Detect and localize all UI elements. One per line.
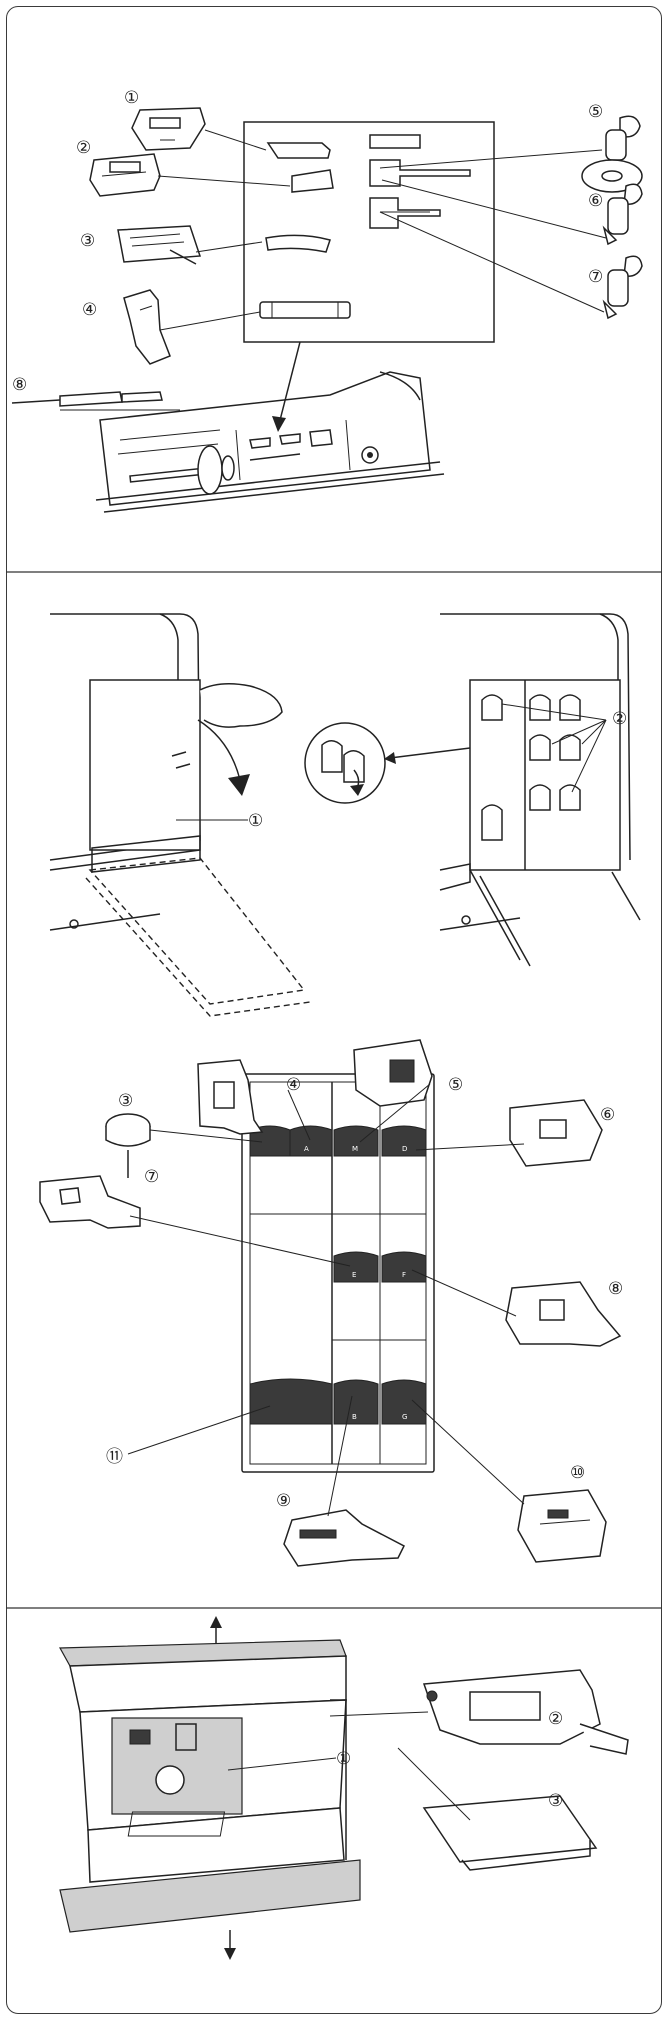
slot-bobbin-holder-2 [369, 159, 471, 187]
slot-foot-3 [265, 234, 331, 253]
presser-foot-7 [39, 1175, 141, 1229]
stabilizer-plate [127, 1795, 598, 1871]
tray-code-m: M [352, 1145, 358, 1153]
cover-open-position [88, 857, 306, 1005]
machine-left-body [49, 613, 201, 861]
callout-1: ① [124, 88, 139, 108]
callout-3: ③ [80, 231, 95, 251]
page-frame [6, 6, 662, 2014]
box-lid-bottom [59, 1859, 361, 1933]
tray-code-e: E [352, 1271, 356, 1279]
callout-7: ⑦ [588, 267, 603, 287]
presser-foot-9 [283, 1509, 405, 1567]
accessory-7 [602, 255, 643, 320]
tray-callout-3: ③ [118, 1091, 133, 1111]
spool-icon [197, 445, 223, 495]
slot-foot-2 [291, 169, 334, 193]
callout-8: ⑧ [12, 375, 27, 395]
tray-callout-6: ⑥ [600, 1105, 615, 1125]
callout-6: ⑥ [588, 191, 603, 211]
accessory-5 [581, 115, 643, 193]
machine-side-panel [99, 371, 431, 506]
cover-callout-2: ② [612, 709, 627, 729]
section-storage-compartment: ① ② ③ ④ ⑤ ⑥ ⑦ ⑧ [11, 88, 643, 513]
machine-right-body [440, 613, 631, 861]
tray-code-a: A [304, 1145, 309, 1153]
callout-2: ② [76, 138, 91, 158]
presser-foot-1 [131, 107, 206, 151]
magnifier-circle [304, 722, 386, 804]
box-callout-2: ② [548, 1709, 563, 1729]
callout-4: ④ [82, 300, 97, 320]
box-callout-3: ③ [548, 1791, 563, 1811]
tray-slot-left-bottom [249, 1213, 333, 1465]
callout-5: ⑤ [588, 102, 603, 122]
presser-foot-2 [89, 153, 161, 197]
presser-foot-5 [353, 1039, 433, 1107]
section-feet-tray: A M D E F B G [39, 1039, 623, 1567]
tray-callout-11: ⑪ [106, 1447, 123, 1467]
seam-ripper-icon [11, 399, 61, 404]
hand-icon [199, 683, 283, 728]
box-callout-1: ① [336, 1749, 351, 1769]
slot-foot-1 [266, 142, 331, 159]
slot-bobbin-holder-1 [369, 134, 421, 149]
tray-callout-7: ⑦ [144, 1167, 159, 1187]
section-accessory-box: ① ② ③ [58, 1616, 629, 1960]
buttonhole-foot [422, 1669, 629, 1755]
slot-foot-4 [259, 301, 351, 319]
cover-callout-1: ① [248, 811, 263, 831]
presser-foot-3 [117, 225, 202, 265]
arrow-down-icon [272, 416, 286, 432]
presser-foot-4 [123, 289, 171, 365]
presser-foot-10 [517, 1489, 607, 1563]
tray-code-d: D [402, 1145, 407, 1153]
tray-callout-4: ④ [286, 1075, 301, 1095]
tray-callout-5: ⑤ [448, 1075, 463, 1095]
arrow-left-icon [384, 752, 396, 764]
arrow-open-icon [228, 774, 250, 796]
presser-foot-8 [505, 1281, 622, 1347]
tray-callout-8: ⑧ [608, 1279, 623, 1299]
presser-foot-4b [197, 1059, 264, 1135]
storage-inset-box [243, 121, 495, 343]
slot-bobbin-holder-3 [369, 197, 441, 229]
accessory-6 [602, 183, 643, 246]
open-storage-tray [469, 679, 621, 871]
tray-code-f: F [402, 1271, 406, 1279]
tray-code-b: B [352, 1413, 357, 1421]
arrow-down-bottom-icon [224, 1948, 236, 1960]
tray-callout-9: ⑨ [276, 1491, 291, 1511]
arrow-up-icon [210, 1616, 222, 1628]
section-open-cover: ① ② [49, 613, 641, 1017]
accessory-tack-3 [105, 1113, 151, 1178]
tray-callout-10: ⑩ [570, 1463, 585, 1483]
tray-code-g: G [402, 1413, 407, 1421]
storage-cover [89, 679, 201, 851]
presser-foot-6 [509, 1099, 603, 1167]
